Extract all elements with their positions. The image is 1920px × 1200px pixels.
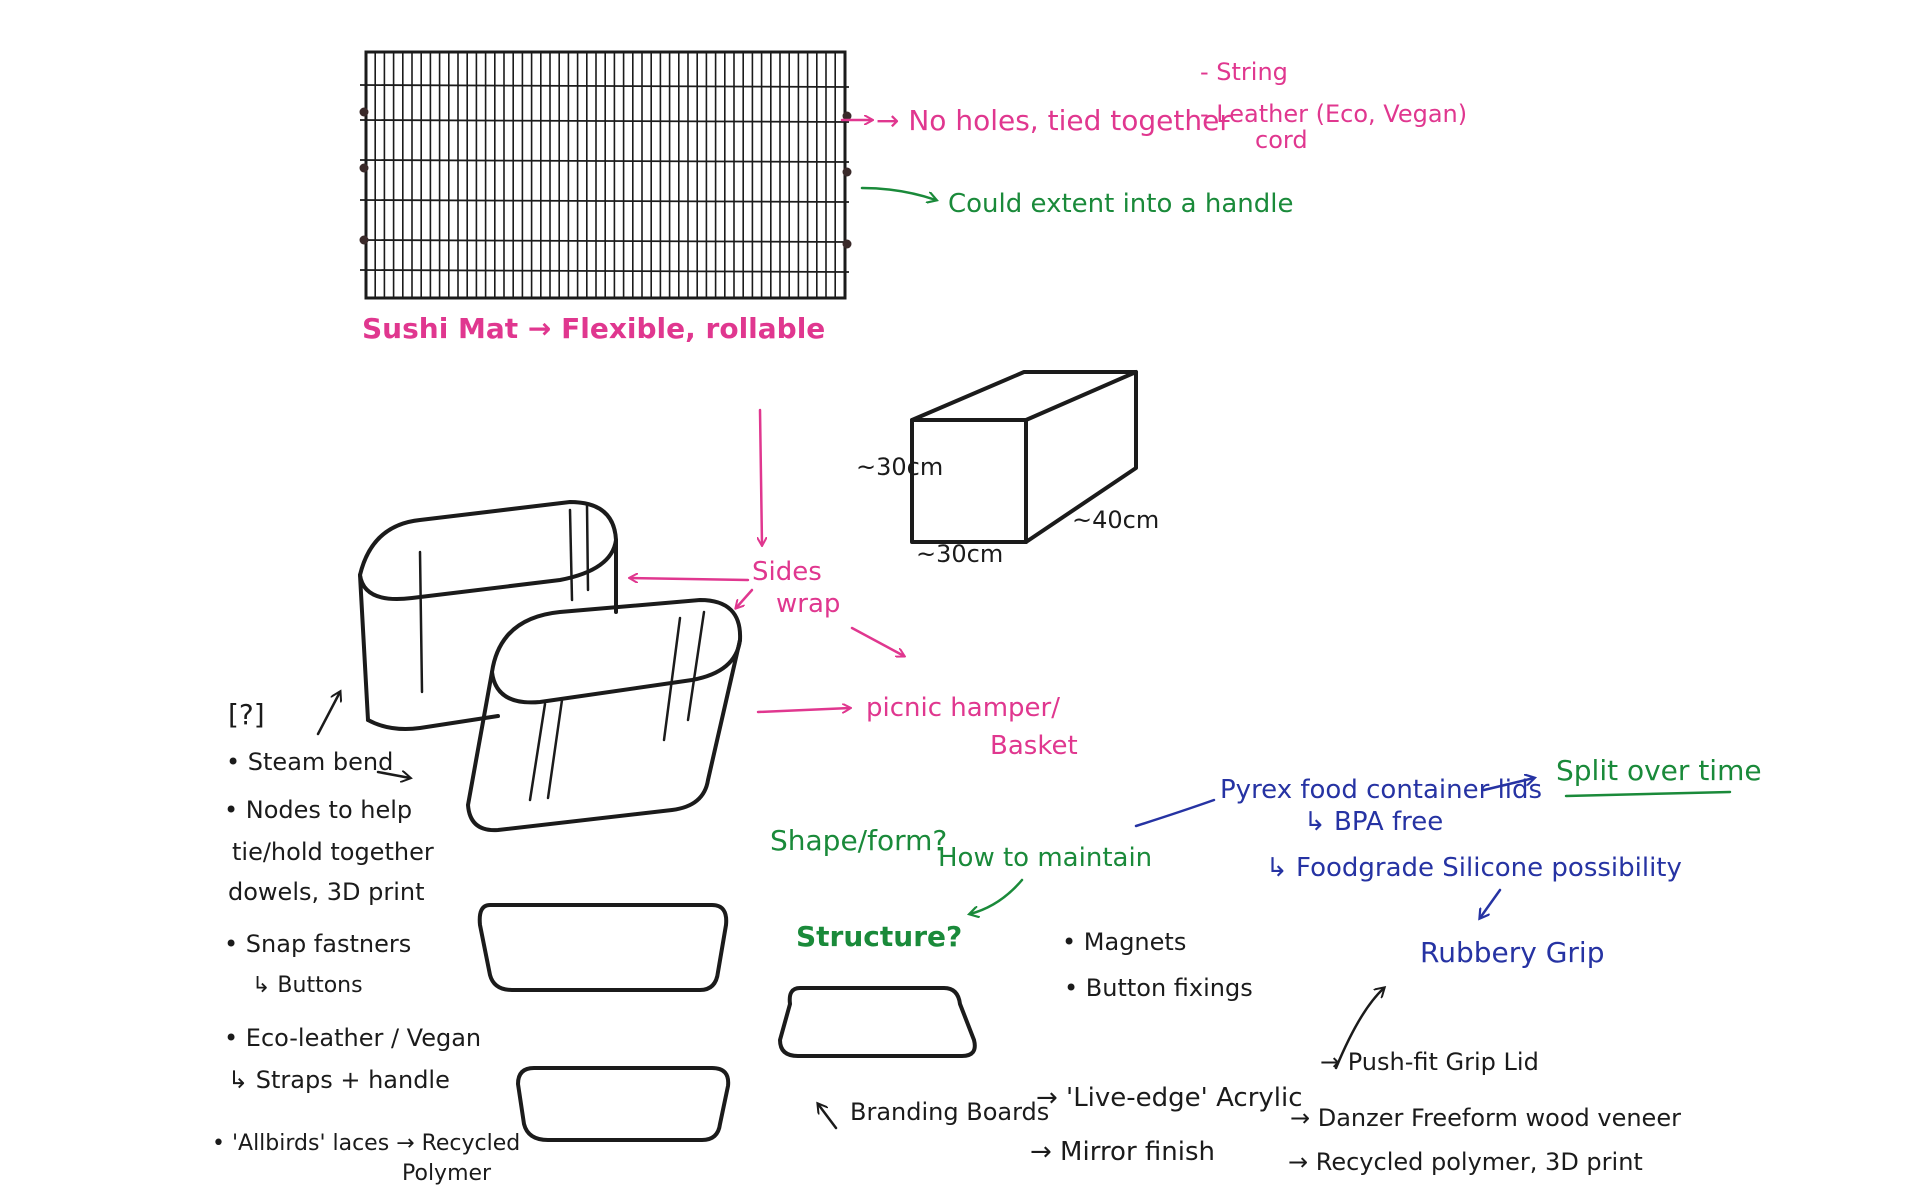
question-shape: Shape/form?: [770, 824, 947, 857]
note-rubbery-grip: Rubbery Grip: [1420, 936, 1604, 969]
note-eco-1: • Eco-leather / Vegan: [224, 1024, 481, 1052]
lid-sketch-3: [516, 1066, 731, 1142]
arrow-down-to-wrap: [760, 408, 762, 545]
underline-split: [1564, 790, 1732, 798]
arrow-to-grip: [1480, 888, 1502, 918]
lid-sketch-2: [778, 986, 977, 1058]
note-pyrex: Pyrex food container lids: [1220, 775, 1542, 805]
question-how: How to maintain: [938, 843, 1152, 873]
note-split: Split over time: [1556, 754, 1762, 787]
label-wrap: wrap: [776, 589, 840, 619]
mat-caption: Sushi Mat → Flexible, rollable: [362, 312, 825, 345]
basket-sketch-back: [358, 500, 618, 731]
sushi-mat-sketch: [359, 50, 852, 300]
lid-sketch-1: [477, 903, 729, 992]
basket-sketch-front: [466, 598, 743, 833]
question-box-mark: [?]: [228, 698, 265, 731]
note-magnets: • Magnets: [1062, 928, 1186, 956]
note-allbirds-2: Polymer: [402, 1161, 492, 1186]
note-leather: - Leather (Eco, Vegan): [1200, 100, 1467, 128]
note-nodes-2: tie/hold together: [232, 838, 434, 866]
arrow-handle: [860, 186, 936, 200]
note-no-holes: → No holes, tied together: [876, 104, 1231, 137]
note-steam-bend: • Steam bend: [226, 748, 393, 776]
arrow-wrap-down: [850, 626, 904, 656]
arrow-to-grip-lid: [1334, 988, 1384, 1070]
note-allbirds-1: • 'Allbirds' laces → Recycled: [212, 1131, 520, 1156]
note-string: - String: [1200, 58, 1288, 86]
note-push-fit: → Push-fit Grip Lid: [1320, 1048, 1539, 1076]
note-mirror: → Mirror finish: [1030, 1137, 1215, 1167]
arrow-steam: [376, 772, 410, 778]
arrow-sides-left: [630, 578, 750, 580]
note-nodes-3: dowels, 3D print: [228, 878, 425, 906]
box-depth-label: ~40cm: [1072, 506, 1159, 534]
note-handle: Could extent into a handle: [948, 189, 1293, 219]
arrow-to-hamper: [756, 708, 850, 712]
note-bpa-free: ↳ BPA free: [1304, 807, 1443, 837]
question-structure: Structure?: [796, 920, 962, 953]
note-silicone: ↳ Foodgrade Silicone possibility: [1266, 853, 1682, 883]
arrow-question-up: [316, 692, 340, 736]
note-snap: • Snap fastners: [224, 930, 411, 958]
arrow-to-pyrex: [1134, 798, 1216, 828]
note-buttons: ↳ Buttons: [252, 973, 363, 998]
label-sides: Sides: [752, 557, 822, 587]
note-nodes-1: • Nodes to help: [224, 796, 412, 824]
label-basket: Basket: [990, 731, 1078, 761]
box-width-label: ~30cm: [916, 540, 1003, 568]
note-branding-boards: Branding Boards: [850, 1098, 1049, 1126]
arrow-how-to-structure: [970, 878, 1024, 914]
note-cord: cord: [1255, 126, 1308, 154]
box-sketch: [910, 370, 1138, 544]
note-button-fixings: • Button fixings: [1064, 974, 1253, 1002]
note-danzer: → Danzer Freeform wood veneer: [1290, 1104, 1681, 1132]
note-eco-2: ↳ Straps + handle: [228, 1066, 450, 1094]
arrow-sides-down: [736, 588, 754, 608]
note-recycled: → Recycled polymer, 3D print: [1288, 1148, 1643, 1176]
note-live-edge: → 'Live-edge' Acrylic: [1036, 1083, 1303, 1113]
arrow-to-split: [1482, 778, 1534, 792]
arrow-to-boards: [818, 1104, 838, 1130]
label-hamper: picnic hamper/: [866, 693, 1060, 723]
box-height-label: ~30cm: [856, 453, 943, 481]
